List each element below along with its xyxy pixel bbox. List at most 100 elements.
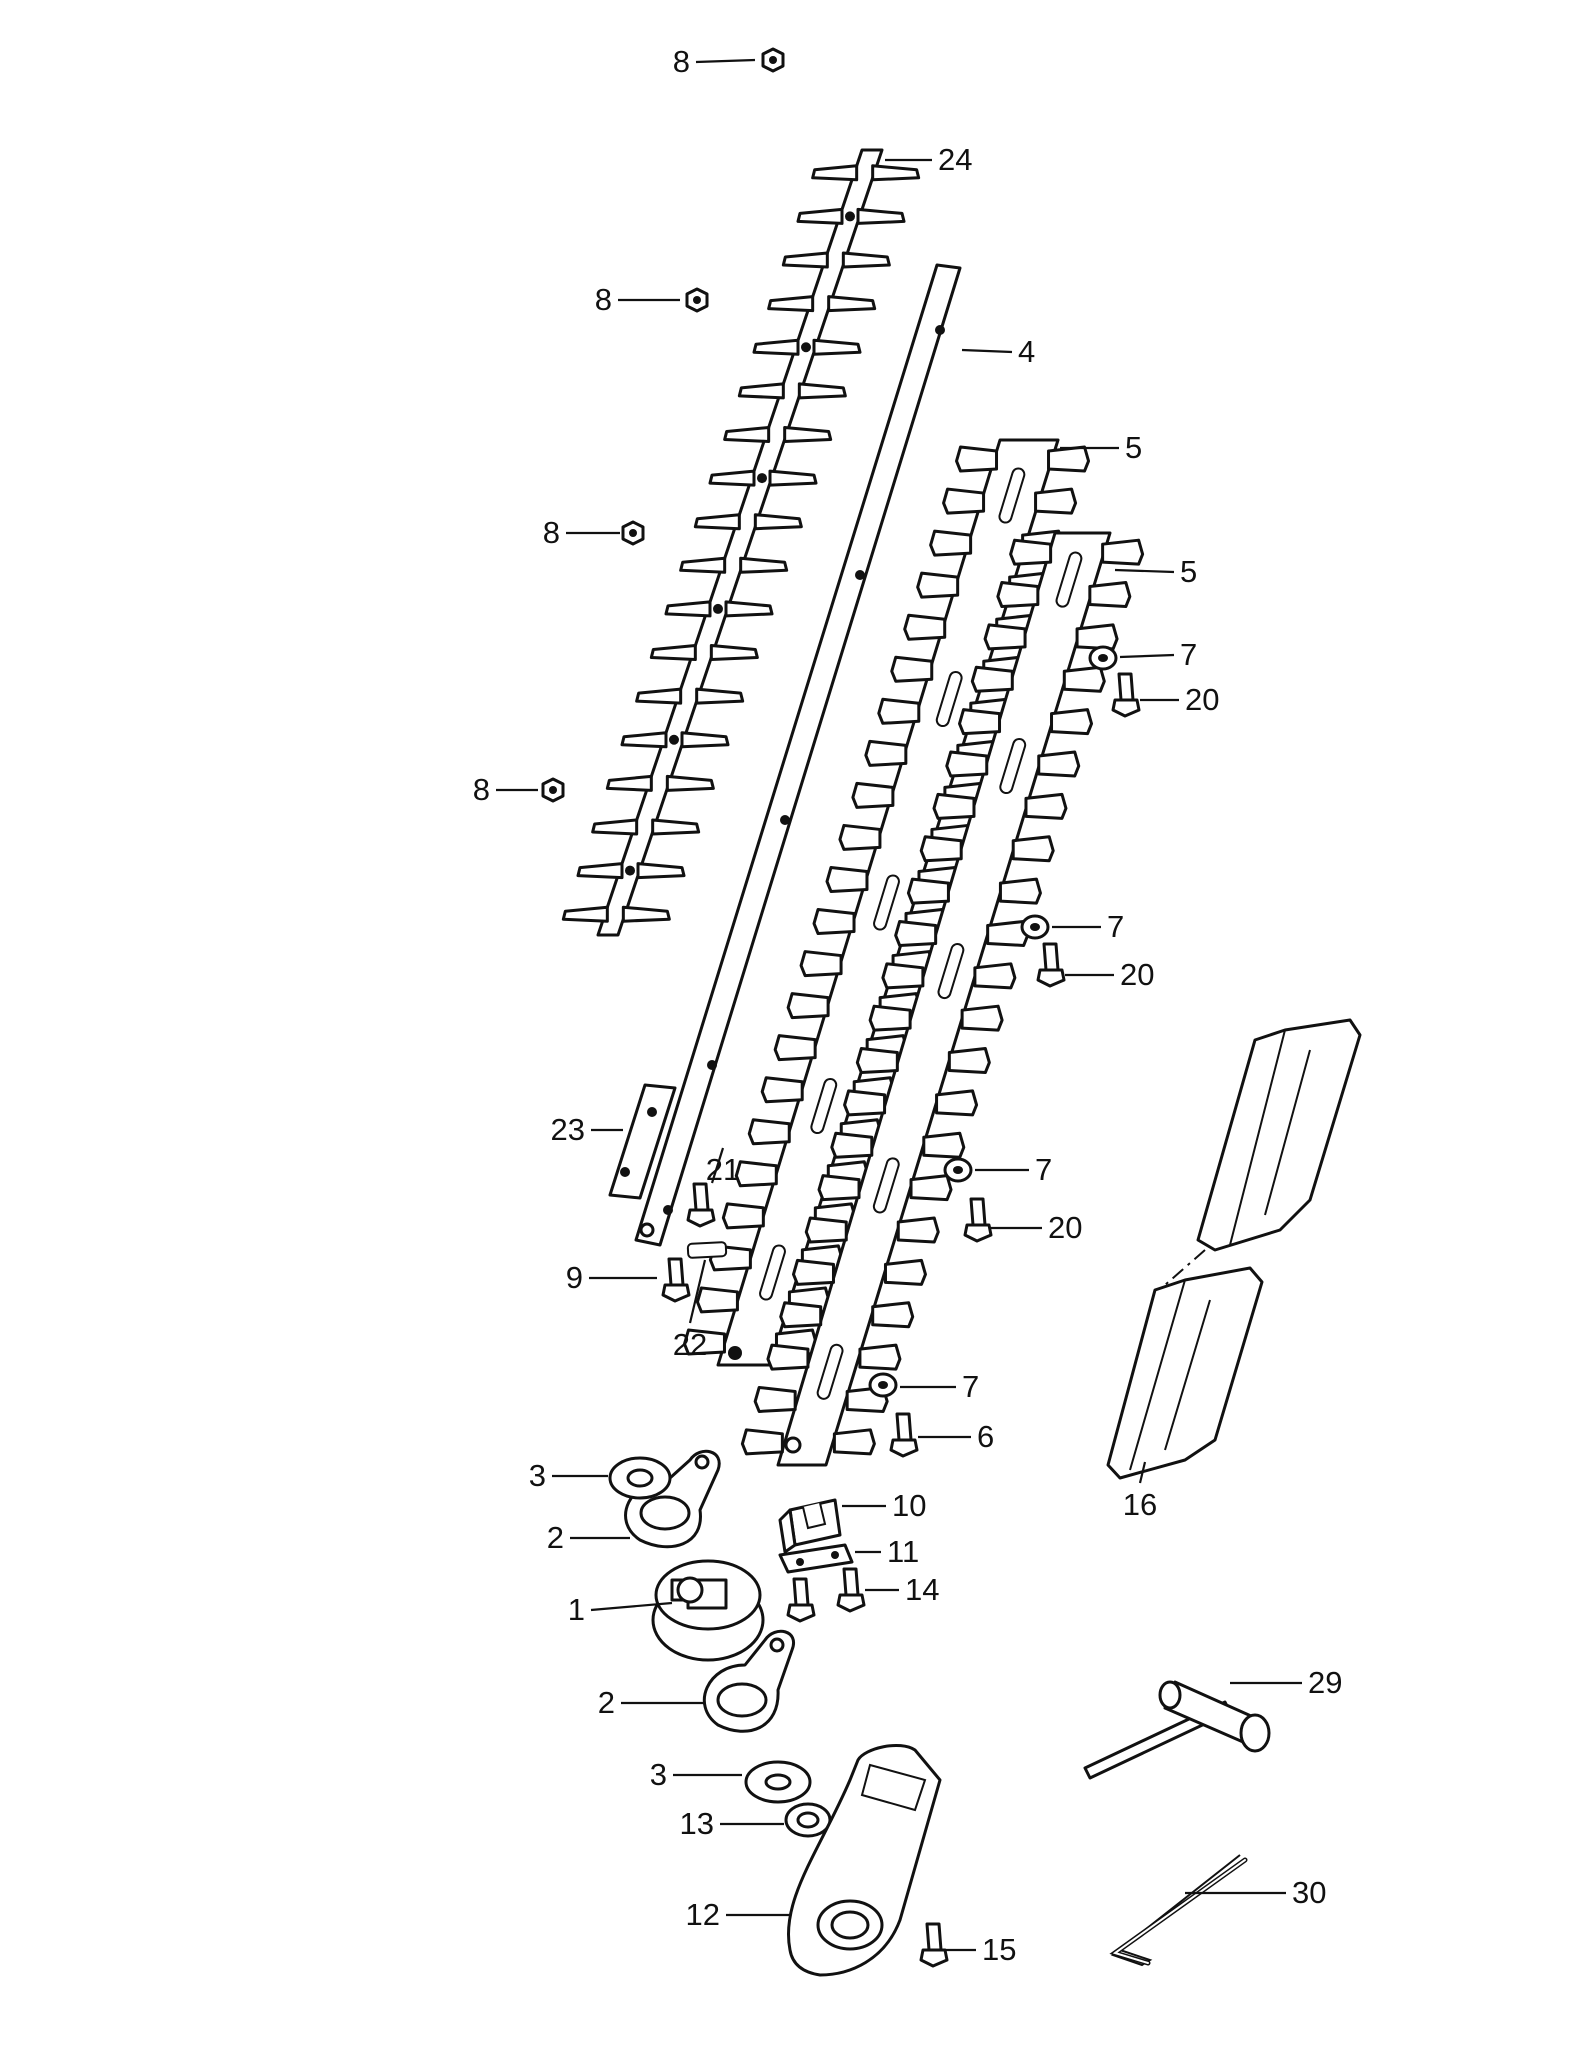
rivet-hole: [757, 473, 767, 484]
slot: [935, 670, 963, 728]
slot: [999, 737, 1027, 795]
t-wrench-29: [1083, 1680, 1271, 1780]
tooth: [768, 469, 818, 487]
callout-l29: 29: [1230, 1665, 1342, 1700]
tooth: [783, 425, 833, 443]
plate-23: [608, 1083, 677, 1200]
tooth: [804, 1216, 848, 1244]
tooth: [635, 687, 683, 705]
tooth: [766, 1343, 810, 1371]
tooth: [591, 818, 639, 836]
tooth: [752, 338, 800, 356]
part-number-label: 14: [905, 1572, 939, 1607]
bolt-20: [1042, 942, 1060, 972]
rivet-hole: [845, 211, 855, 222]
tooth: [1062, 665, 1106, 693]
screw-14: [842, 1567, 860, 1597]
tooth: [682, 1328, 726, 1356]
tooth: [773, 1034, 817, 1062]
tooth: [737, 382, 785, 400]
tooth: [781, 251, 829, 269]
tooth: [919, 835, 963, 863]
tooth: [695, 1286, 739, 1314]
bar-hole: [780, 815, 790, 825]
tooth: [812, 338, 862, 356]
bearing-13: [784, 1802, 832, 1838]
tooth: [812, 908, 856, 936]
part-number-label: 7: [1035, 1152, 1052, 1187]
tooth: [799, 950, 843, 978]
tooth: [996, 581, 1040, 609]
tooth: [786, 992, 830, 1020]
tooth: [942, 487, 986, 515]
callout-l30: 30: [1185, 1875, 1326, 1910]
bolt-21: [692, 1182, 710, 1212]
part-number-label: 20: [1185, 682, 1219, 717]
tooth: [753, 1385, 797, 1413]
part-number-label: 7: [962, 1369, 979, 1404]
callout-l3a: 3: [529, 1458, 608, 1493]
tooth: [871, 1301, 915, 1329]
leader-line: [1119, 653, 1175, 659]
callout-l6: 6: [918, 1419, 994, 1454]
plate-11: [778, 1543, 854, 1574]
tooth: [832, 1428, 876, 1456]
eyelet-plate-2a: [624, 1449, 721, 1549]
tooth: [830, 1131, 874, 1159]
tooth: [636, 862, 686, 880]
tooth: [767, 295, 815, 313]
tooth: [856, 207, 906, 225]
slot: [1055, 551, 1083, 608]
part-number-label: 7: [1107, 909, 1124, 944]
part-number-label: 12: [686, 1897, 720, 1932]
tooth: [1050, 708, 1094, 736]
tooth: [739, 556, 789, 574]
part-number-label: 29: [1308, 1665, 1342, 1700]
slot: [873, 874, 900, 931]
tooth: [896, 1216, 940, 1244]
pin-22: [686, 1241, 728, 1259]
part-number-label: 16: [1123, 1487, 1157, 1522]
tooth: [1009, 538, 1053, 566]
part-number-label: 13: [680, 1806, 714, 1841]
rivet-hole: [669, 734, 679, 745]
callout-l21: 21: [706, 1147, 740, 1187]
tooth: [797, 382, 847, 400]
tooth: [883, 1258, 927, 1286]
tooth: [1034, 487, 1078, 515]
part-number-label: 3: [529, 1458, 546, 1493]
callout-l14: 14: [865, 1572, 939, 1607]
tooth: [1037, 750, 1081, 778]
part-number-label: 9: [566, 1260, 583, 1295]
cutter-blade-5b: [740, 531, 1145, 1467]
part-number-label: 8: [473, 772, 490, 807]
tooth: [825, 865, 869, 893]
pin-hole: [728, 1346, 742, 1360]
tooth: [791, 1258, 835, 1286]
tooth: [620, 731, 668, 749]
leader-line: [695, 58, 756, 64]
callout-l4: 4: [961, 334, 1035, 369]
part-number-label: 2: [547, 1520, 564, 1555]
part-number-label: 11: [887, 1534, 919, 1569]
tooth: [945, 750, 989, 778]
eyelet-plate-2b: [702, 1629, 796, 1733]
tooth: [871, 164, 921, 182]
washer-3a: [608, 1456, 672, 1500]
callout-l20a: 20: [1140, 682, 1219, 717]
callout-l2a: 2: [547, 1520, 630, 1555]
callout-l24: 24: [885, 142, 972, 177]
callout-l20c: 20: [990, 1210, 1082, 1245]
callout-l7d: 7: [900, 1369, 979, 1404]
rivet-hole: [801, 342, 811, 353]
tooth: [877, 697, 921, 725]
callout-l7c: 7: [975, 1152, 1052, 1187]
part-number-label: 20: [1048, 1210, 1082, 1245]
tooth: [724, 600, 774, 618]
tooth: [841, 251, 891, 269]
block-10: [778, 1498, 842, 1554]
part-number-label: 7: [1180, 637, 1197, 672]
tooth: [1024, 792, 1068, 820]
callout-l15: 15: [945, 1932, 1016, 1967]
